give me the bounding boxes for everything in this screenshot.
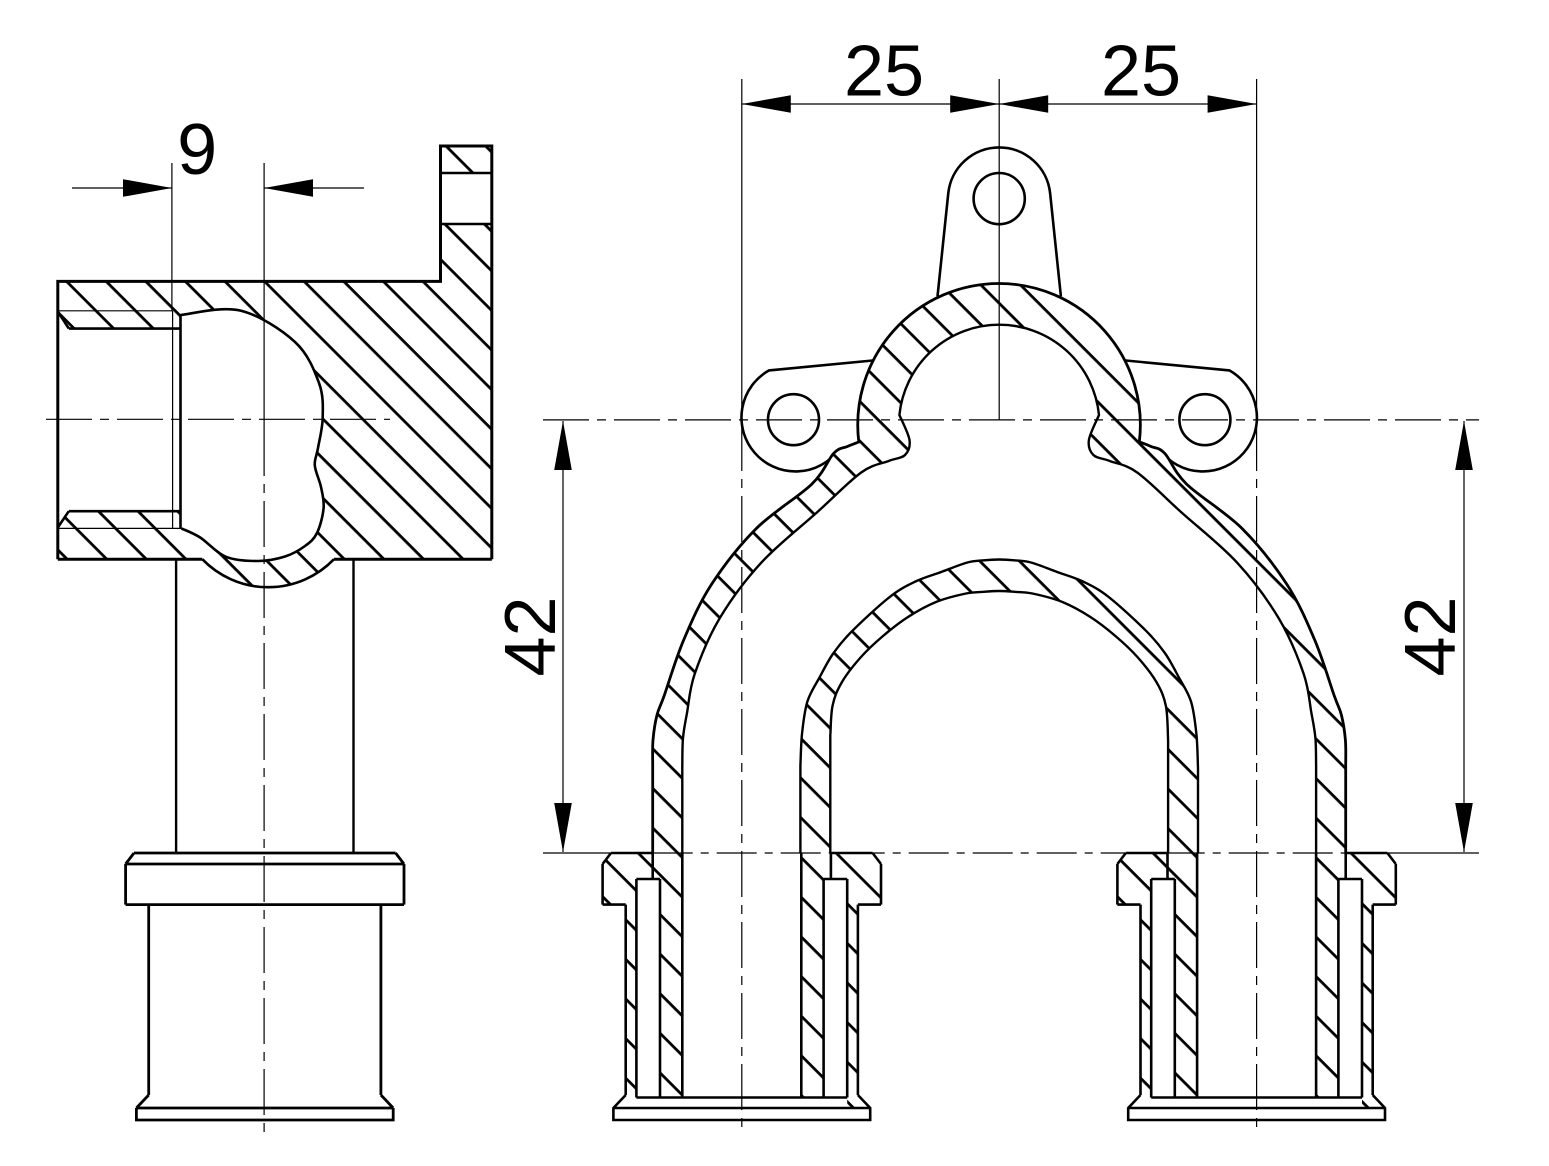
svg-text:25: 25: [844, 32, 924, 112]
svg-text:25: 25: [1101, 32, 1181, 112]
svg-text:42: 42: [1391, 596, 1471, 676]
svg-text:9: 9: [177, 110, 217, 190]
svg-text:42: 42: [491, 596, 571, 676]
